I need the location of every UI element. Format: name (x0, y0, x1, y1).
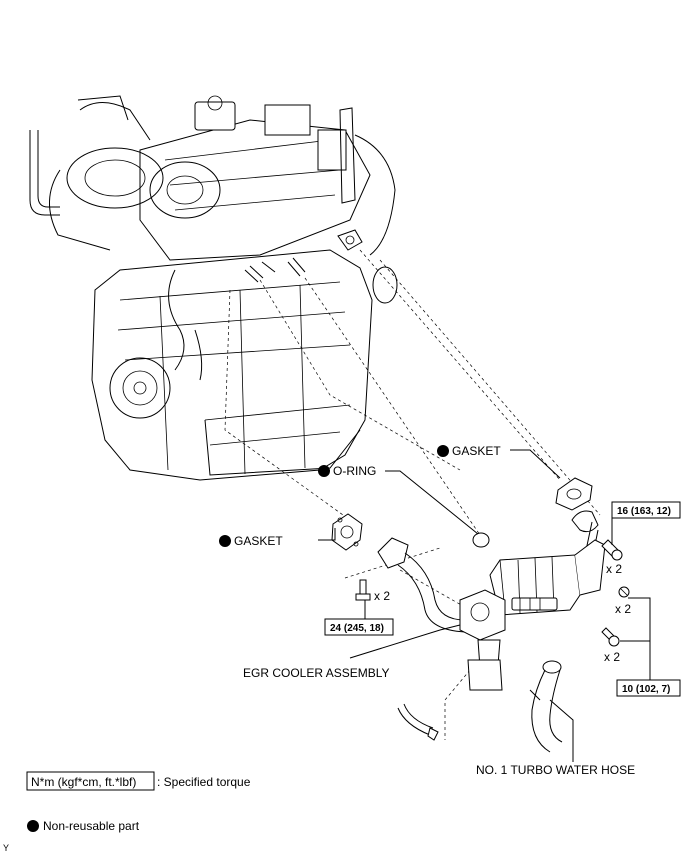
torque-value-upper: 16 (163, 12) (617, 506, 671, 517)
legend-torque-box (26, 771, 155, 791)
quantity-lower-right: x 2 (604, 650, 620, 664)
upper-gasket (555, 477, 593, 511)
turbo-hose-label: NO. 1 TURBO WATER HOSE (476, 763, 635, 777)
bolt-left (355, 579, 371, 601)
torque-box-left (324, 618, 394, 636)
o-ring-label: O-RING (333, 464, 376, 478)
torque-box-lower (616, 679, 681, 697)
engine-illustration (29, 95, 398, 481)
legend-nonreusable-label: Non-reusable part (43, 819, 140, 833)
bolt-middle-right (618, 586, 630, 598)
o-ring-nonreusable-dot (318, 465, 330, 477)
quantity-upper-right: x 2 (606, 562, 622, 576)
egr-cooler-body (459, 539, 606, 691)
upper-gasket-label: GASKET (452, 444, 501, 458)
leader-lines (318, 449, 651, 762)
torque-value-lower: 10 (102, 7) (622, 684, 670, 695)
egr-inlet-pipe (377, 537, 466, 633)
left-gasket-label: GASKET (234, 534, 283, 548)
upper-gasket-nonreusable-dot (437, 445, 449, 457)
left-gasket (331, 513, 363, 551)
small-hose (397, 703, 439, 741)
torque-value-left: 24 (245, 18) (330, 623, 384, 634)
quantity-left: x 2 (374, 589, 390, 603)
egr-cooler-label: EGR COOLER ASSEMBLY (243, 666, 390, 680)
bolt-upper-right (601, 539, 623, 561)
corner-mark: Y (3, 843, 9, 853)
quantity-middle-right: x 2 (615, 602, 631, 616)
legend-torque-description: : Specified torque (157, 775, 251, 789)
o-ring-part (472, 532, 490, 548)
torque-box-upper (611, 501, 681, 519)
legend-torque-units: N*m (kgf*cm, ft.*lbf) (31, 775, 136, 789)
legend-nonreusable-dot (27, 820, 39, 832)
bolt-lower-right (601, 627, 620, 647)
left-gasket-nonreusable-dot (219, 535, 231, 547)
turbo-water-hose (529, 660, 563, 753)
